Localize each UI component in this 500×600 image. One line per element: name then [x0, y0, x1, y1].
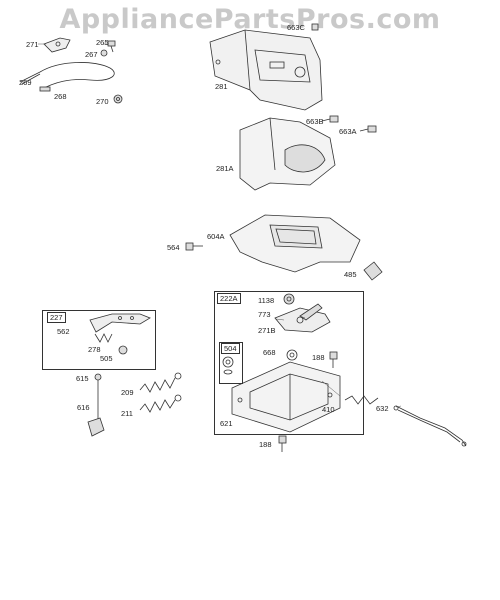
label-209: 209	[121, 388, 134, 397]
kit-227-box	[42, 310, 156, 370]
label-505: 505	[100, 354, 113, 363]
part-604a-cover[interactable]	[229, 214, 361, 273]
part-188-bolt-bottom[interactable]	[278, 435, 287, 452]
part-668-washer[interactable]	[286, 349, 298, 361]
label-562: 562	[57, 327, 70, 336]
label-1138: 1138	[258, 296, 275, 305]
kit-222a-box	[214, 291, 364, 435]
part-562-lever[interactable]	[89, 313, 151, 333]
part-281-panel[interactable]	[209, 29, 323, 111]
label-271: 271	[26, 40, 39, 49]
kit-222a-tag: 222A	[217, 293, 241, 304]
kit-504-tag: 504	[221, 343, 240, 354]
label-278: 278	[88, 345, 101, 354]
label-265: 265	[96, 38, 109, 47]
part-209-spring[interactable]	[139, 372, 182, 393]
label-281: 281	[215, 82, 228, 91]
label-773: 773	[258, 310, 271, 319]
part-663b-screw[interactable]	[321, 115, 339, 123]
kit-227-tag: 227	[47, 312, 66, 323]
label-616: 616	[77, 403, 90, 412]
label-663c: 663C	[287, 23, 305, 32]
part-773-plate[interactable]	[274, 307, 331, 333]
part-663a-screw[interactable]	[359, 125, 377, 133]
part-615-screw[interactable]	[94, 373, 102, 381]
part-410-spring[interactable]	[344, 395, 379, 405]
part-265-screw[interactable]	[107, 40, 116, 53]
label-271b: 271B	[258, 326, 276, 335]
part-632-link[interactable]	[393, 405, 467, 447]
part-268-cable[interactable]	[19, 62, 115, 92]
part-281a-shroud[interactable]	[239, 117, 336, 191]
label-281a: 281A	[216, 164, 234, 173]
part-616-link[interactable]	[87, 380, 105, 437]
label-410: 410	[322, 405, 335, 414]
part-621-bracket[interactable]	[231, 361, 341, 433]
kit-504-box	[219, 342, 243, 384]
part-271b-lever[interactable]	[299, 303, 323, 321]
label-615: 615	[76, 374, 89, 383]
part-504-washer-set[interactable]	[222, 356, 234, 375]
label-268: 268	[54, 92, 67, 101]
part-564-bolt[interactable]	[185, 242, 203, 251]
label-663a: 663A	[339, 127, 357, 136]
part-267-nut[interactable]	[100, 49, 108, 57]
part-271-bracket[interactable]	[43, 37, 71, 53]
label-621: 621	[220, 419, 233, 428]
label-267: 267	[85, 50, 98, 59]
part-663c-screw[interactable]	[311, 23, 319, 31]
part-188-bolt-top[interactable]	[329, 351, 338, 368]
label-564: 564	[167, 243, 180, 252]
label-485: 485	[344, 270, 357, 279]
part-505-nut[interactable]	[118, 345, 128, 355]
label-632: 632	[376, 404, 389, 413]
label-668: 668	[263, 348, 276, 357]
label-211: 211	[121, 409, 133, 418]
label-269: 269	[19, 78, 32, 87]
label-188-top: 188	[312, 353, 325, 362]
part-211-spring[interactable]	[139, 394, 182, 413]
part-485-clip[interactable]	[363, 261, 383, 281]
part-270-nut[interactable]	[113, 94, 123, 104]
label-604a: 604A	[207, 232, 225, 241]
part-1138-nut[interactable]	[283, 293, 295, 305]
site-watermark: AppliancePartsPros.com	[59, 4, 441, 35]
label-270: 270	[96, 97, 109, 106]
label-188-bottom: 188	[259, 440, 272, 449]
label-663b: 663B	[306, 117, 324, 126]
part-278-spring[interactable]	[94, 333, 113, 343]
